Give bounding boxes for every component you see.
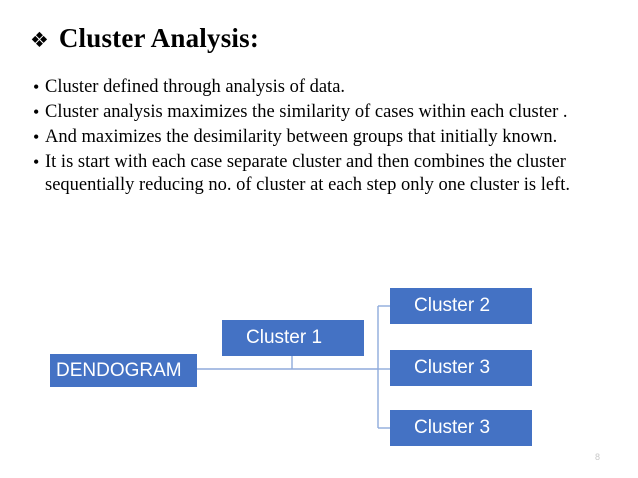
- list-item-text: It is start with each case separate clus…: [45, 152, 571, 195]
- diagram-node-label: Cluster 3: [414, 417, 491, 438]
- list-item: • Cluster analysis maximizes the similar…: [33, 101, 608, 124]
- bullet-marker-icon: •: [33, 127, 40, 147]
- diagram-node-cluster-3-bottom[interactable]: Cluster 3: [390, 410, 532, 446]
- bullet-marker-icon: •: [33, 77, 40, 97]
- list-item: • Cluster defined through analysis of da…: [33, 76, 608, 99]
- page-number: 8: [594, 452, 600, 462]
- bullet-marker-icon: •: [33, 102, 40, 122]
- list-item: • It is start with each case separate cl…: [33, 151, 608, 197]
- bullet-marker-icon: •: [33, 152, 40, 172]
- diagram-node-label: Cluster 2: [414, 295, 491, 316]
- diagram-node-cluster-1[interactable]: Cluster 1: [222, 320, 364, 356]
- diagram-node-label: Cluster 3: [414, 357, 491, 378]
- diamond-bullet-icon: ❖: [30, 28, 49, 52]
- diagram-node-label: Cluster 1: [246, 327, 323, 348]
- list-item: • And maximizes the desimilarity between…: [33, 126, 608, 149]
- list-item-text: Cluster defined through analysis of data…: [45, 77, 346, 97]
- page-title: ❖ Cluster Analysis:: [30, 23, 260, 54]
- diagram-node-cluster-2[interactable]: Cluster 2: [390, 288, 532, 324]
- page-title-text: Cluster Analysis:: [58, 23, 260, 53]
- diagram-node-dendogram[interactable]: DENDOGRAM: [50, 354, 197, 387]
- list-item-text: Cluster analysis maximizes the similarit…: [45, 102, 568, 122]
- diagram-node-cluster-3-middle[interactable]: Cluster 3: [390, 350, 532, 386]
- diagram-node-label: DENDOGRAM: [56, 359, 182, 381]
- list-item-text: And maximizes the desimilarity between g…: [45, 127, 558, 147]
- bullet-list: • Cluster defined through analysis of da…: [33, 76, 608, 199]
